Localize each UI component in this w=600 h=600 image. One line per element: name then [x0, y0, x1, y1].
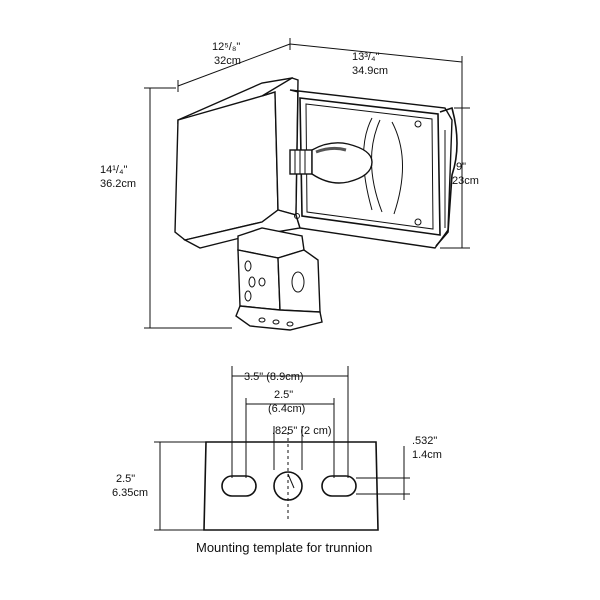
bracket-knock-out — [258, 277, 266, 287]
inner-span-in-label: 2.5" — [274, 389, 293, 401]
bracket-knock-out — [244, 290, 252, 302]
bracket-knock-out — [248, 276, 256, 288]
fixture-dimension-lines — [144, 38, 470, 329]
depth-dim-line — [177, 43, 291, 87]
width-cm-label: 34.9cm — [352, 65, 388, 77]
trunnion-bracket — [235, 227, 323, 331]
hole-dia-label: .825" (2 cm) — [272, 425, 332, 437]
bracket-hole — [258, 317, 266, 323]
slot-cm-label: 1.4cm — [412, 449, 442, 461]
screw-left — [294, 213, 300, 219]
depth-in-label: 12⁵/₈" — [212, 41, 240, 53]
template-plate — [203, 441, 379, 531]
hole-leader — [287, 473, 295, 489]
lamp-bulb — [289, 142, 373, 184]
height-in-label: 14¹/₄" — [100, 164, 127, 176]
left-slot — [221, 475, 257, 497]
outer-span-label: 3.5" (8.9cm) — [244, 371, 304, 383]
slot-in-label: .532" — [412, 435, 437, 447]
bracket-pivot — [291, 271, 305, 293]
screw-bottom — [414, 218, 422, 226]
floodlight-fixture — [174, 77, 458, 331]
template-caption: Mounting template for trunnion — [196, 540, 372, 555]
lens-cm-label: 23cm — [452, 175, 479, 187]
lens-in-label: 9" — [456, 161, 466, 173]
bracket-hole — [272, 319, 280, 325]
mounting-template — [154, 366, 410, 531]
right-slot — [321, 475, 357, 497]
plate-h-in-label: 2.5" — [116, 473, 135, 485]
width-in-label: 13³/₄" — [352, 51, 379, 63]
lens-frame-inner — [299, 97, 441, 236]
lamp-shading — [315, 146, 347, 154]
lamp-envelope — [311, 142, 373, 184]
depth-cm-label: 32cm — [214, 55, 241, 67]
plate-h-cm-label: 6.35cm — [112, 487, 148, 499]
bracket-hole — [286, 321, 294, 327]
bracket-right-face — [277, 249, 321, 313]
bracket-knock-out — [244, 260, 252, 272]
width-dim-line — [289, 43, 463, 63]
height-cm-label: 36.2cm — [100, 178, 136, 190]
lamp-socket — [289, 149, 313, 175]
screw-top — [414, 120, 422, 128]
bracket-base — [235, 305, 323, 331]
inner-span-cm-label: (6.4cm) — [268, 403, 305, 415]
lens-glass — [305, 103, 434, 230]
reflector-line-3 — [391, 121, 403, 215]
frame-flange — [435, 106, 458, 247]
